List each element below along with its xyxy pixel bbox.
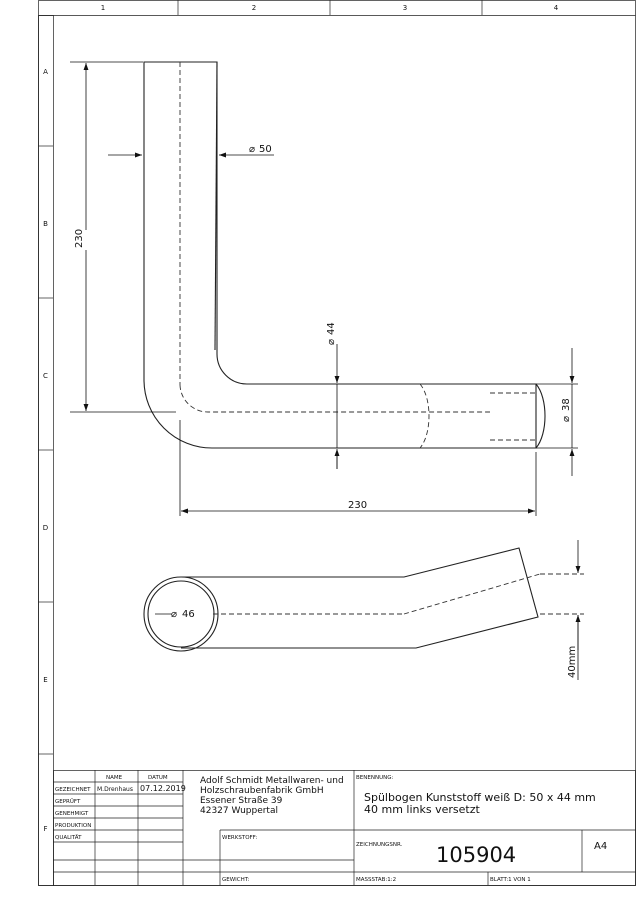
drawing-number-value: 105904	[436, 843, 516, 867]
dimension-value-38: 38	[561, 398, 572, 411]
sheet-value: BLATT:1 VON 1	[490, 877, 531, 883]
frame-row-labels: A B C D E F	[43, 68, 48, 833]
dimension-diameter-50: ⌀ 50	[108, 144, 274, 158]
header-name: NAME	[106, 775, 123, 781]
scale-value: MASSSTAB:1:2	[356, 877, 396, 883]
dimension-diameter-38: ⌀ 38	[536, 348, 578, 476]
column-label-2: 2	[252, 4, 256, 12]
pipe-top-view: ⌀ 46	[143, 547, 541, 652]
row-quality-label: QUALITÄT	[55, 834, 82, 841]
column-label-3: 3	[403, 4, 407, 12]
dimension-value-40mm: 40mm	[567, 646, 578, 678]
company-line-3: Essener Straße 39	[200, 796, 283, 806]
title-block-text: NAME DATUM GEZEICHNET GEPRÜFT GENEHMIGT …	[55, 775, 607, 883]
header-date: DATUM	[148, 775, 168, 781]
company-line-2: Holzschraubenfabrik GmbH	[200, 786, 324, 796]
row-production-label: PRODUKTION	[55, 823, 91, 829]
row-label-b: B	[43, 220, 48, 228]
sheet-size-value: A4	[594, 841, 607, 852]
pipe-front-view	[143, 61, 546, 449]
row-label-a: A	[43, 68, 48, 76]
diameter-symbol-46: ⌀	[171, 609, 177, 620]
title-line-1: Spülbogen Kunststoff weiß D: 50 x 44 mm	[364, 791, 596, 804]
dimension-value-44: 44	[326, 322, 337, 335]
material-label: WERKSTOFF:	[222, 835, 257, 841]
dimension-height-230: 230	[70, 61, 176, 413]
column-label-1: 1	[101, 4, 105, 12]
row-label-c: C	[43, 372, 48, 380]
row-label-f: F	[43, 825, 47, 833]
diameter-symbol-44: ⌀	[326, 339, 337, 345]
diameter-symbol-38: ⌀	[561, 416, 572, 422]
title-line-2: 40 mm links versetzt	[364, 803, 480, 816]
row-approved-label: GENEHMIGT	[55, 811, 89, 817]
company-line-1: Adolf Schmidt Metallwaren- und	[200, 776, 344, 786]
drawing-number-label: ZEICHNUNGSNR.	[356, 842, 403, 848]
drawn-date-value: 07.12.2019	[140, 784, 186, 793]
diameter-symbol: ⌀	[249, 144, 255, 155]
column-label-4: 4	[554, 4, 559, 12]
dimension-diameter-44: ⌀ 44	[326, 322, 340, 469]
weight-label: GEWICHT:	[222, 877, 250, 883]
title-label: BENENNUNG:	[356, 775, 393, 781]
row-checked-label: GEPRÜFT	[55, 798, 81, 805]
row-drawn-label: GEZEICHNET	[55, 787, 91, 793]
company-line-4: 42327 Wuppertal	[200, 806, 278, 816]
dimension-value-230-vertical: 230	[74, 229, 85, 248]
dimension-value-50: 50	[259, 144, 272, 155]
frame-column-labels: 1 2 3 4	[101, 4, 559, 12]
row-label-e: E	[43, 676, 47, 684]
dimension-value-46: 46	[182, 609, 195, 620]
dimension-length-230: 230	[179, 420, 537, 516]
dimension-value-230-horizontal: 230	[348, 500, 367, 511]
row-label-d: D	[43, 524, 48, 532]
drawn-by-value: M.Drenhaus	[97, 786, 133, 793]
dimension-offset-40mm: 40mm	[540, 540, 584, 680]
